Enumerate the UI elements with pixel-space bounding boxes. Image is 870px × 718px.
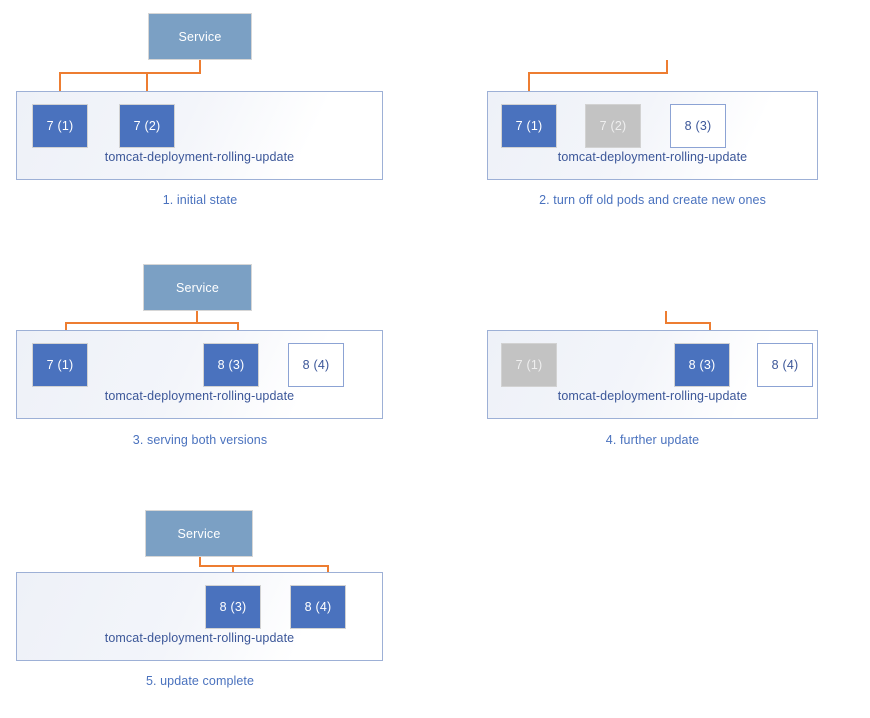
deployment-name-label: tomcat-deployment-rolling-update [557,389,748,403]
panel-caption-5: 5. update complete [145,674,255,688]
panel-update-complete: Service tomcat-deployment-rolling-update… [0,490,435,718]
pod-label: 7 (1) [515,119,543,133]
pod-7-1[interactable]: 7 (1) [32,343,88,387]
service-box-3[interactable]: Service [143,264,252,311]
service-box-1[interactable]: Service [148,13,252,60]
pod-label: 7 (2) [133,119,161,133]
pod-label: 7 (1) [515,358,543,372]
service-label: Service [177,526,221,541]
pod-label: 8 (4) [304,600,332,614]
pod-label: 8 (3) [217,358,245,372]
deployment-name-label: tomcat-deployment-rolling-update [104,631,295,645]
pod-label: 8 (4) [771,358,799,372]
panel-further-update: Service tomcat-deployment-rolling-update… [435,245,870,480]
pod-8-4[interactable]: 8 (4) [288,343,344,387]
pod-7-2[interactable]: 7 (2) [119,104,175,148]
pod-label: 8 (3) [684,119,712,133]
pod-7-2[interactable]: 7 (2) [585,104,641,148]
pod-8-3[interactable]: 8 (3) [203,343,259,387]
deployment-name-label: tomcat-deployment-rolling-update [104,389,295,403]
pod-8-3[interactable]: 8 (3) [670,104,726,148]
panel-caption-1: 1. initial state [162,193,238,207]
pod-label: 8 (3) [688,358,716,372]
pod-7-1[interactable]: 7 (1) [501,343,557,387]
panel-turn-off-old-pods: Service tomcat-deployment-rolling-update… [435,0,870,235]
pod-label: 8 (3) [219,600,247,614]
service-label: Service [175,280,220,295]
panel-caption-3: 3. serving both versions [132,433,268,447]
pod-8-4[interactable]: 8 (4) [290,585,346,629]
pod-8-3[interactable]: 8 (3) [205,585,261,629]
panel-caption-4: 4. further update [605,433,700,447]
deployment-name-label: tomcat-deployment-rolling-update [557,150,748,164]
deployment-name-label: tomcat-deployment-rolling-update [104,150,295,164]
pod-label: 8 (4) [302,358,330,372]
pod-label: 7 (2) [599,119,627,133]
panel-initial-state: Service tomcat-deployment-rolling-update… [0,0,435,235]
pod-label: 7 (1) [46,358,74,372]
pod-8-4[interactable]: 8 (4) [757,343,813,387]
pod-7-1[interactable]: 7 (1) [32,104,88,148]
pod-7-1[interactable]: 7 (1) [501,104,557,148]
pod-label: 7 (1) [46,119,74,133]
panel-serving-both-versions: Service tomcat-deployment-rolling-update… [0,245,435,480]
pod-8-3[interactable]: 8 (3) [674,343,730,387]
service-label: Service [178,29,222,44]
service-box-5[interactable]: Service [145,510,253,557]
panel-caption-2: 2. turn off old pods and create new ones [539,193,766,207]
